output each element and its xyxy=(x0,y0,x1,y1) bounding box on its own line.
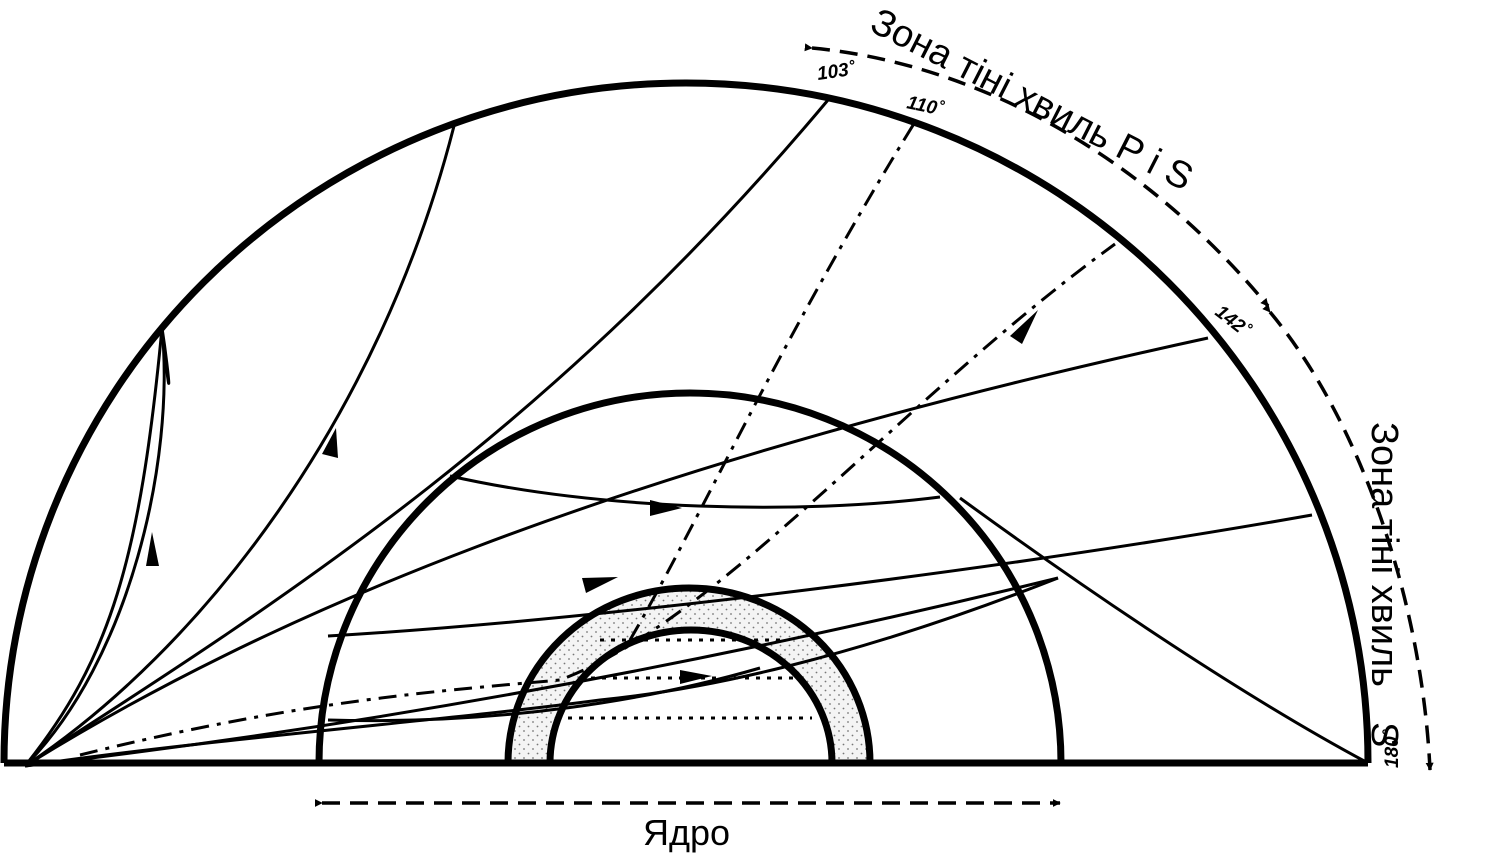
shadow-zone-arcs xyxy=(804,43,1434,771)
angle-103: 103˚ xyxy=(816,59,857,85)
arrow-3 xyxy=(650,500,682,516)
arrow-5 xyxy=(680,670,712,684)
arc-s-shadow xyxy=(1262,303,1434,771)
ray-4 xyxy=(24,336,1209,768)
angle-110: 110˚ xyxy=(905,92,946,120)
arrow-2 xyxy=(322,428,338,458)
shadow-s-label: Зона тіні хвиль S xyxy=(1363,422,1405,747)
ray-5 xyxy=(327,513,1313,638)
dashed-rays xyxy=(79,121,1116,757)
angle-180: 180˚ xyxy=(1382,729,1403,768)
ray-9 xyxy=(959,496,1369,765)
seismic-rays xyxy=(23,99,1369,768)
ray-1 xyxy=(23,327,171,767)
inner-core-boundary xyxy=(546,626,836,764)
dashed-ray-2 xyxy=(628,121,917,641)
core-mantle-boundary xyxy=(315,389,1065,764)
outer-core-boundary xyxy=(504,584,874,764)
ray-7 xyxy=(24,576,1059,768)
dashed-ray-1 xyxy=(79,242,1116,757)
ray-10 xyxy=(327,666,761,723)
ray-8 xyxy=(449,474,941,509)
arrow-4 xyxy=(582,577,618,593)
arc-ps-shadow xyxy=(804,43,1270,308)
shadow-s-main-text: Зона тіні хвиль xyxy=(1363,422,1405,687)
ray-2 xyxy=(24,121,457,768)
outer-core-zone xyxy=(508,588,870,763)
shadow-s-letter-text: S xyxy=(1363,722,1405,747)
ray-arrows xyxy=(146,310,1038,684)
ray-1b xyxy=(23,327,166,768)
arrow-6 xyxy=(1010,310,1038,344)
ray-3 xyxy=(24,99,830,768)
arrow-1 xyxy=(146,532,159,566)
core-label: Ядро xyxy=(643,812,730,853)
